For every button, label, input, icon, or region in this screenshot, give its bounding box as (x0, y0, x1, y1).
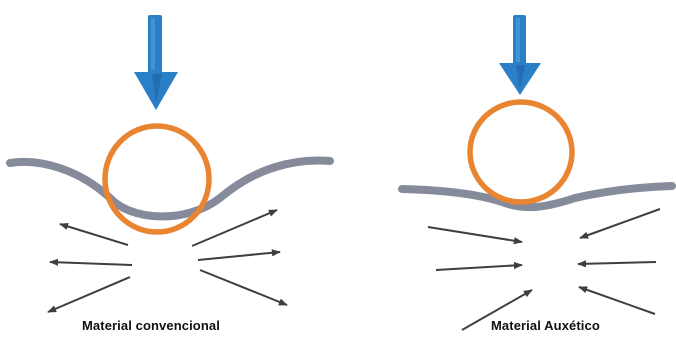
load-arrow-right (499, 15, 541, 95)
arrow-in-upper-right (580, 209, 660, 238)
surface-auxetic (402, 186, 672, 207)
caption-auxetic-material: Material Auxético (491, 318, 600, 333)
arrow-out-lower-right (200, 270, 287, 305)
arrow-in-lower-right (579, 287, 655, 314)
arrow-out-lower-left (48, 277, 130, 312)
arrow-out-mid-left (50, 262, 132, 265)
arrow-in-mid-right (578, 262, 656, 264)
arrow-out-upper-left (60, 224, 128, 245)
caption-conventional-material: Material convencional (82, 318, 220, 333)
deformation-arrows-outward (48, 210, 287, 312)
arrow-out-mid-right (198, 252, 280, 260)
panel-conventional (10, 15, 330, 312)
arrow-in-upper-left (428, 227, 522, 242)
ball-auxetic (470, 102, 572, 202)
panel-auxetic (402, 15, 672, 330)
arrow-in-mid-left (436, 265, 522, 270)
deformation-arrows-inward (428, 209, 660, 330)
load-arrow-left (134, 15, 178, 110)
surface-conventional (10, 160, 330, 216)
arrow-out-upper-right (192, 210, 277, 246)
